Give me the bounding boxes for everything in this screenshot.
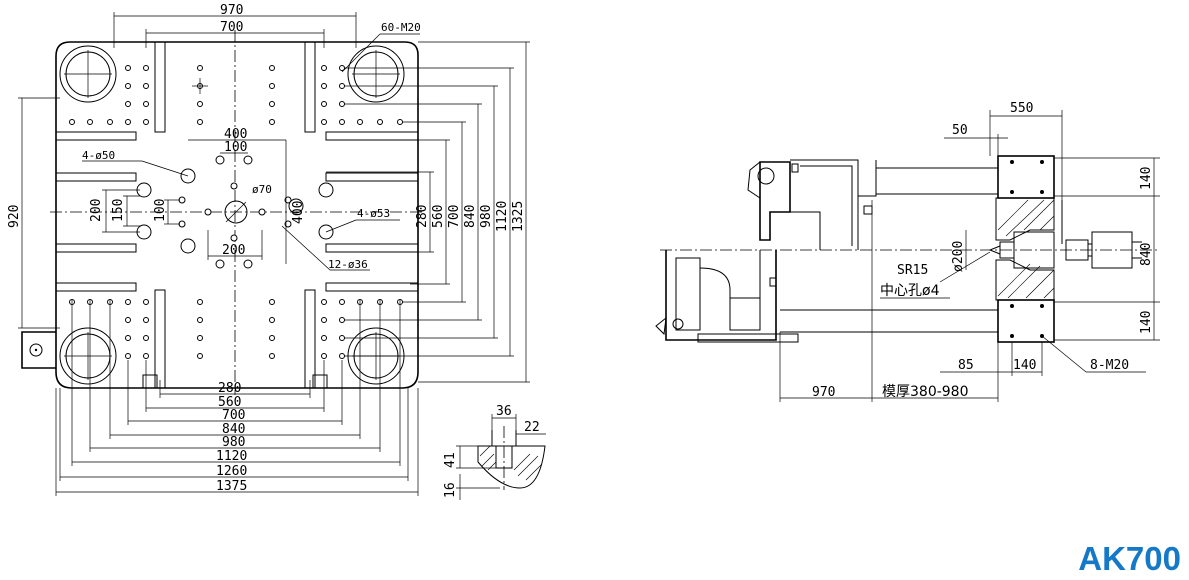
dim-top-970: 970 xyxy=(220,3,243,18)
dim-side-840: 840 xyxy=(1139,243,1154,266)
dim-top-700: 700 xyxy=(220,20,243,35)
dim-detail-36: 36 xyxy=(496,404,512,419)
dim-side-140-bottom-h: 140 xyxy=(1013,358,1036,373)
dim-side-550: 550 xyxy=(1010,101,1033,116)
dim-bottom-560: 560 xyxy=(218,395,241,410)
callout-4-d50: 4-ø50 xyxy=(82,149,115,162)
callout-60-m20: 60-M20 xyxy=(381,21,421,34)
dim-bottom-1375: 1375 xyxy=(216,479,247,494)
dim-bottom-840: 840 xyxy=(222,422,245,437)
callout-8-m20: 8-M20 xyxy=(1090,358,1129,373)
front-view: 970 700 60-M20 400 100 4-ø50 ø70 4-ø53 1… xyxy=(7,3,530,496)
dim-left-920: 920 xyxy=(7,205,22,228)
dim-side-970: 970 xyxy=(812,385,835,400)
tie-bar-hole-tl xyxy=(59,45,117,103)
callout-4-d53: 4-ø53 xyxy=(357,207,390,220)
dim-left-200: 200 xyxy=(89,199,104,222)
dim-right-700: 700 xyxy=(447,205,462,228)
dim-400-top: 400 xyxy=(224,127,247,142)
tslot-detail: 36 22 41 16 xyxy=(443,404,546,500)
dim-right-280: 280 xyxy=(415,205,430,228)
dim-detail-41: 41 xyxy=(443,452,458,468)
tie-bar-hole-tr xyxy=(347,45,405,103)
dim-bottom-700: 700 xyxy=(222,408,245,423)
callout-12-d36: 12-ø36 xyxy=(328,258,368,271)
dim-right-980: 980 xyxy=(479,205,494,228)
label-mold-thickness: 模厚380-980 xyxy=(882,384,969,400)
dim-side-85: 85 xyxy=(958,358,974,373)
dim-bottom-1260: 1260 xyxy=(216,464,247,479)
label-center-hole: 中心孔ø4 xyxy=(880,283,940,299)
dim-side-140-top: 140 xyxy=(1139,167,1154,190)
model-label: AK700 xyxy=(1078,540,1181,577)
dim-right-840: 840 xyxy=(463,205,478,228)
dim-right-560: 560 xyxy=(431,205,446,228)
dim-side-d200: ø200 xyxy=(951,241,966,272)
dim-left-150: 150 xyxy=(111,199,126,222)
dim-side-50: 50 xyxy=(952,123,968,138)
dim-detail-16: 16 xyxy=(443,482,458,498)
dim-left-100: 100 xyxy=(153,199,168,222)
label-sr15: SR15 xyxy=(897,263,928,278)
dim-detail-22: 22 xyxy=(524,420,540,435)
callout-d70: ø70 xyxy=(252,183,272,196)
tie-bar-hole-bl xyxy=(59,327,117,385)
dim-100-top: 100 xyxy=(224,140,247,155)
dim-bottom-1120: 1120 xyxy=(216,449,247,464)
dim-center-200: 200 xyxy=(222,243,245,258)
dim-right-1325: 1325 xyxy=(511,201,526,232)
dim-right-1120: 1120 xyxy=(495,201,510,232)
dim-center-400: 400 xyxy=(291,201,306,224)
side-view: 550 50 140 840 140 ø200 SR15 中心孔ø4 970 模… xyxy=(655,101,1160,402)
dim-bottom-280: 280 xyxy=(218,381,241,396)
dim-side-140-bottom: 140 xyxy=(1139,311,1154,334)
dim-bottom-980: 980 xyxy=(222,435,245,450)
